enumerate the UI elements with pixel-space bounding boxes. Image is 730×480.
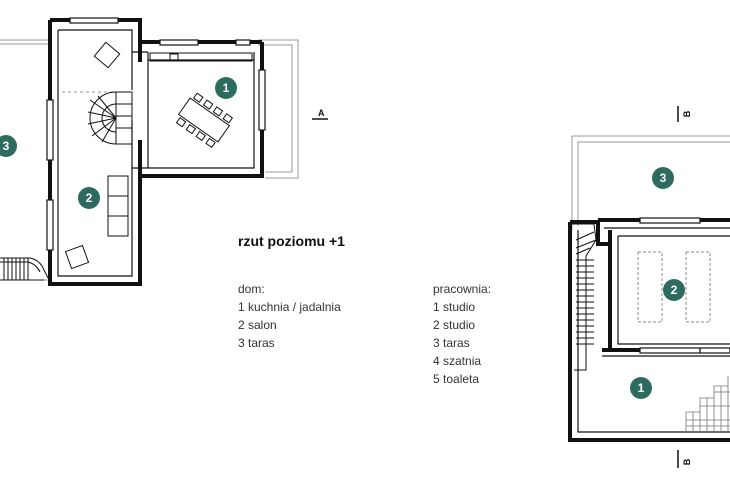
plan-title: rzut poziomu +1 [238, 233, 345, 249]
legend-dom-item: 1 kuchnia / jadalnia [238, 300, 341, 314]
studio-terrace-outline [571, 135, 730, 230]
badge-studio-taras: 3 [652, 167, 674, 189]
room-badges: 3 1 2 3 2 1 [0, 77, 685, 399]
house-terrace-outline [0, 39, 48, 281]
studio-windows [639, 217, 730, 354]
svg-text:1: 1 [223, 81, 230, 95]
spiral-staircase [87, 91, 133, 145]
legend-pracownia-item: 1 studio [433, 300, 476, 314]
studio-walls [568, 218, 730, 442]
legend-dom-heading: dom: [238, 282, 265, 296]
section-mark-b-bottom: B [677, 450, 692, 468]
studio-plan [568, 135, 730, 442]
svg-text:1: 1 [638, 381, 645, 395]
legend-pracownia-item: 2 studio [433, 318, 476, 332]
kitchen-terrace-outline [258, 39, 299, 179]
house-bottom-stair [0, 257, 49, 281]
badge-house-salon: 2 [78, 187, 100, 209]
legend-pracownia-heading: pracownia: [433, 282, 492, 296]
house-windows [46, 17, 266, 251]
svg-text:3: 3 [3, 139, 10, 153]
svg-text:3: 3 [660, 171, 667, 185]
section-label-b-top: B [682, 110, 692, 117]
house-furniture [64, 41, 129, 270]
house-plan [0, 17, 299, 286]
house-inner-walls [57, 29, 255, 277]
legend-dom-item: 3 taras [238, 336, 275, 350]
kitchen-counter [149, 52, 253, 62]
section-mark-a: A [312, 108, 328, 120]
studio-inner-walls [577, 227, 730, 433]
legend-pracownia-item: 4 szatnia [433, 354, 482, 368]
svg-text:2: 2 [671, 283, 678, 297]
studio-tile-grid [685, 376, 730, 432]
legend-dom-item: 2 salon [238, 318, 277, 332]
dining-table [175, 92, 234, 149]
badge-house-taras: 3 [0, 135, 17, 157]
svg-text:2: 2 [86, 191, 93, 205]
studio-dashed-tables [637, 251, 711, 323]
badge-studio-1: 1 [630, 377, 652, 399]
badge-studio-2: 2 [663, 279, 685, 301]
legend-pracownia-item: 3 taras [433, 336, 470, 350]
section-label-a: A [318, 108, 325, 118]
section-mark-b-top: B [677, 106, 692, 122]
studio-staircase [572, 223, 597, 371]
legend-pracownia-item: 5 toaleta [433, 372, 480, 386]
section-label-b-bottom: B [682, 458, 692, 465]
badge-house-kitchen: 1 [215, 77, 237, 99]
